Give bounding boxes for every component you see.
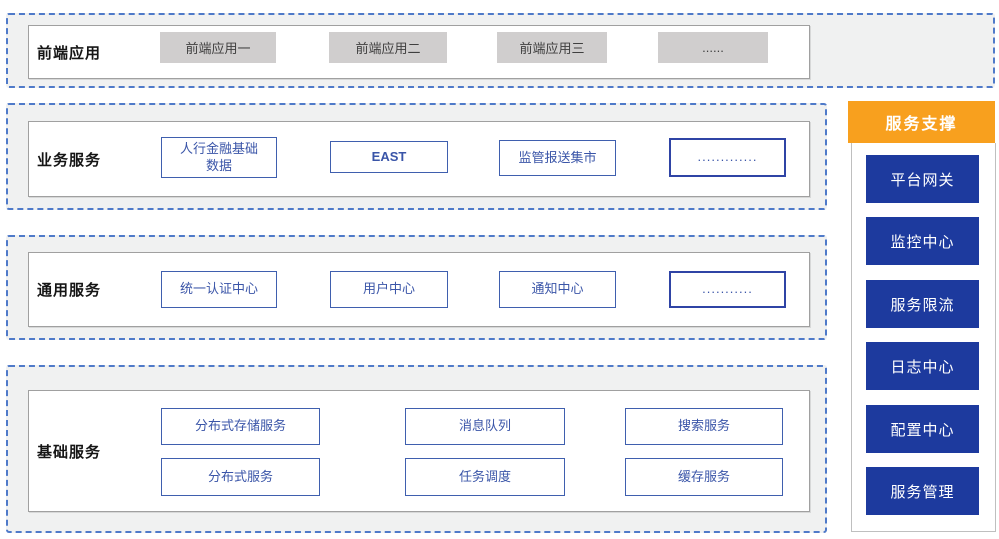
section-label-common: 通用服务 [37, 282, 102, 299]
service-box: 分布式服务 [161, 458, 320, 496]
service-box: 人行金融基础 数据 [161, 137, 277, 178]
sidebar-item-monitoring: 监控中心 [866, 217, 979, 265]
service-box: 消息队列 [405, 408, 565, 445]
sidebar-item-rate-limit: 服务限流 [866, 280, 979, 328]
app-box-ellipsis: ...... [658, 32, 768, 63]
service-box: 搜索服务 [625, 408, 783, 445]
sidebar-item-gateway: 平台网关 [866, 155, 979, 203]
service-box: 分布式存储服务 [161, 408, 320, 445]
service-box: 缓存服务 [625, 458, 783, 496]
service-box: 统一认证中心 [161, 271, 277, 308]
section-label-business: 业务服务 [37, 151, 102, 169]
app-box: 前端应用一 [160, 32, 276, 63]
service-box: 任务调度 [405, 458, 565, 496]
sidebar-item-logging: 日志中心 [866, 342, 979, 390]
sidebar-item-service-mgmt: 服务管理 [866, 467, 979, 515]
app-box: 前端应用二 [329, 32, 447, 63]
sidebar-title: 服务支撑 [848, 101, 995, 143]
service-box: 监管报送集市 [499, 140, 616, 176]
service-box: EAST [330, 141, 448, 173]
sidebar-item-config: 配置中心 [866, 405, 979, 453]
app-box: 前端应用三 [497, 32, 607, 63]
section-label-frontend: 前端应用 [37, 44, 102, 62]
section-label-basic: 基础服务 [37, 443, 102, 461]
service-box: 通知中心 [499, 271, 616, 308]
service-box: 用户中心 [330, 271, 448, 308]
ellipsis-box: ............. [669, 138, 786, 177]
ellipsis-box: ........... [669, 271, 786, 308]
